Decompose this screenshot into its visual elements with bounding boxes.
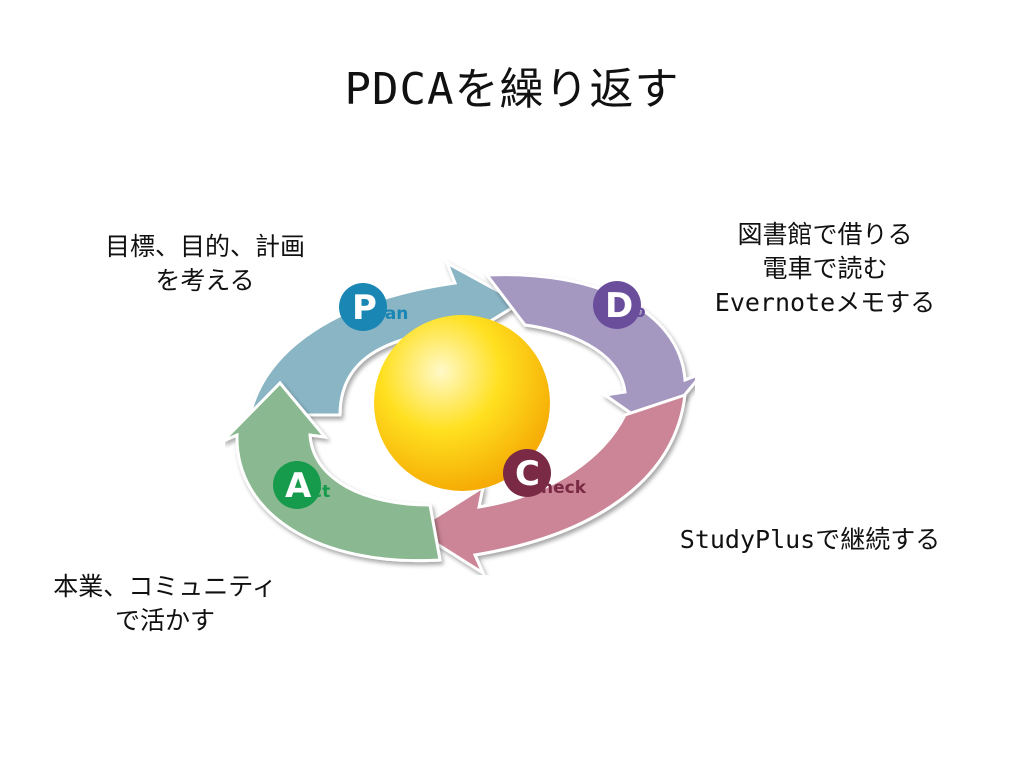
- check-badge: C heck: [503, 449, 587, 498]
- page-title: PDCAを繰り返す: [344, 64, 680, 115]
- check-badge-circle: [503, 449, 551, 497]
- plan-note: 目標、目的、計画 を考える: [104, 232, 305, 295]
- act-badge-circle: [273, 461, 321, 509]
- act-rest: ct: [312, 482, 330, 502]
- do-initial: D: [605, 286, 633, 326]
- center-sphere: [374, 315, 550, 491]
- plan-badge-circle: [339, 283, 387, 331]
- check-initial: C: [515, 454, 540, 494]
- act-note: 本業、コミュニティ で活かす: [53, 572, 277, 635]
- do-arrow: [484, 273, 695, 433]
- act-arrow: [225, 380, 442, 563]
- check-arrow: [412, 392, 687, 575]
- act-initial: A: [285, 466, 312, 506]
- check-rest: heck: [541, 478, 587, 498]
- check-note: StudyPlusで継続する: [679, 525, 941, 554]
- plan-badge: P lan: [339, 283, 408, 331]
- act-badge: A ct: [273, 461, 330, 509]
- pdca-cycle-diagram: P lan D o C heck A ct: [225, 259, 695, 575]
- do-note: 図書館で借りる 電車で読む Evernoteメモする: [714, 220, 936, 317]
- plan-arrow: [248, 259, 523, 417]
- plan-rest: lan: [379, 304, 408, 324]
- do-rest: o: [634, 302, 646, 322]
- plan-initial: P: [352, 288, 377, 328]
- do-badge-circle: [593, 281, 641, 329]
- do-badge: D o: [593, 281, 646, 329]
